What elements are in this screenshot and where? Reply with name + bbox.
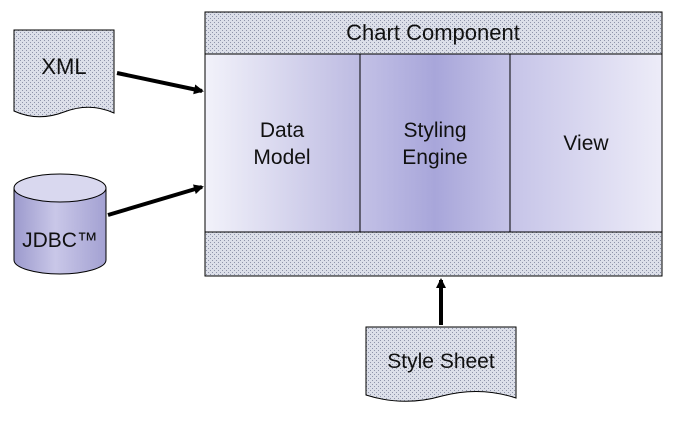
- section-styling-engine-label-line2: Engine: [402, 146, 467, 169]
- jdbc-label: JDBC™: [22, 229, 98, 252]
- section-styling-engine: [359, 53, 511, 233]
- jdbc-database: JDBC™: [13, 173, 107, 275]
- style-sheet-document: Style Sheet: [365, 326, 517, 402]
- section-styling-engine-label-line1: Styling: [403, 119, 466, 142]
- jdbc-cylinder-top: [13, 173, 107, 203]
- arrow-xml-to-component: [116, 71, 204, 95]
- arrow-jdbc-to-component: [107, 184, 204, 217]
- chart-component: Chart Component Data Model Styling Engin…: [204, 11, 663, 277]
- section-data-model: [204, 53, 361, 233]
- style-sheet-shape: [365, 326, 517, 402]
- xml-document-shape: [13, 29, 115, 118]
- section-view: [509, 53, 663, 233]
- component-title: Chart Component: [346, 20, 520, 45]
- xml-label: XML: [41, 54, 86, 79]
- section-data-model-label-line2: Model: [253, 146, 310, 169]
- component-header-band: [204, 11, 663, 55]
- jdbc-cylinder-body: [13, 187, 107, 275]
- section-view-label: View: [563, 132, 609, 155]
- xml-document: XML: [13, 29, 115, 118]
- section-data-model-label-line1: Data: [260, 119, 305, 142]
- style-sheet-label: Style Sheet: [387, 350, 495, 373]
- component-footer-band: [204, 231, 663, 277]
